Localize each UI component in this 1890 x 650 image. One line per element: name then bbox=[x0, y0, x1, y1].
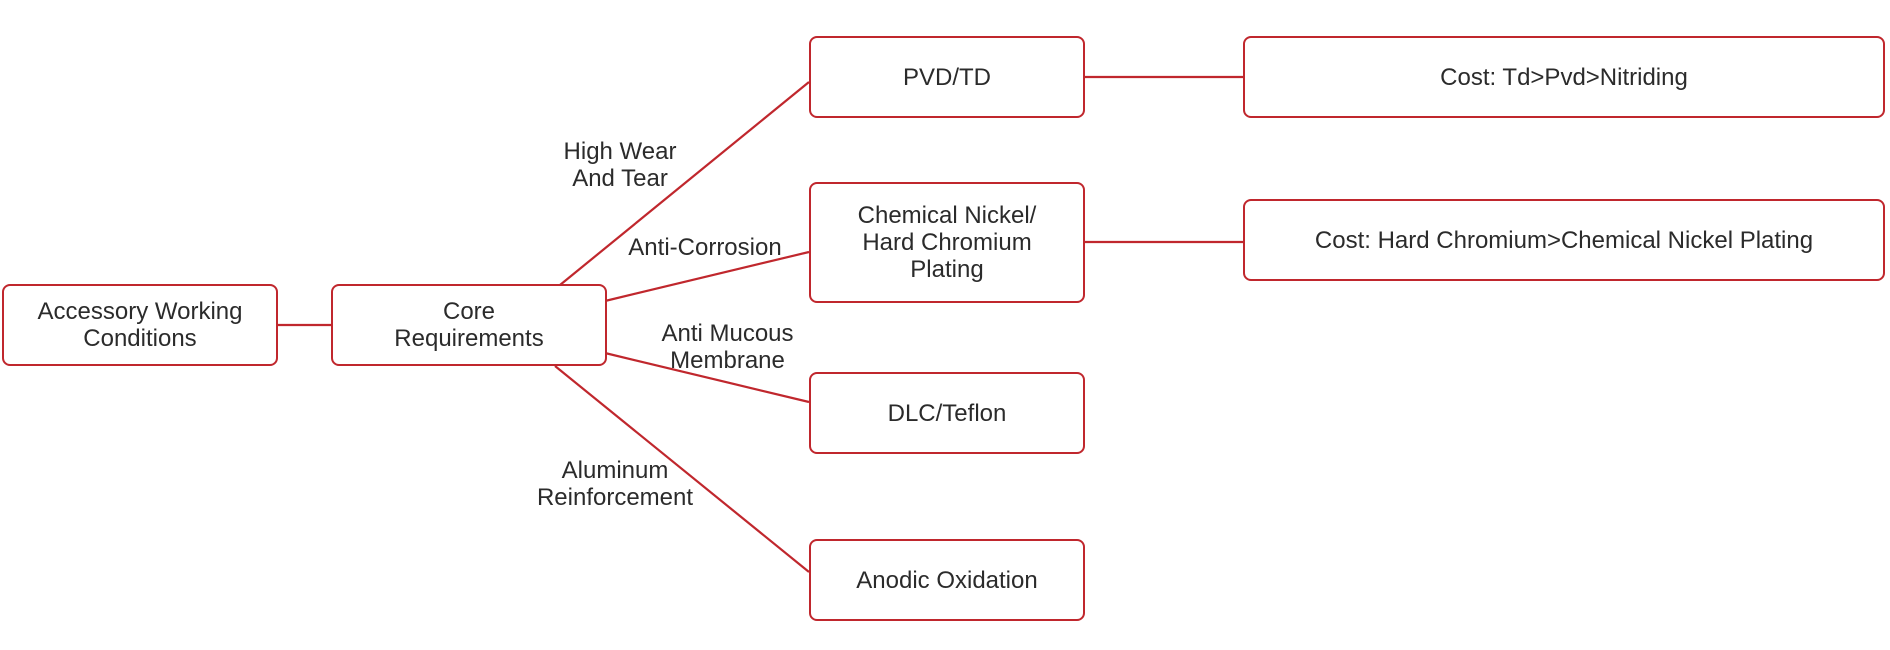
node-core-requirements: Core Requirements bbox=[331, 284, 607, 366]
connector-core-nickel bbox=[604, 250, 810, 303]
node-label: DLC/Teflon bbox=[887, 399, 1007, 427]
node-label: Core Requirements bbox=[394, 298, 544, 352]
node-cost-pvd: Cost: Td>Pvd>Nitriding bbox=[1243, 36, 1885, 118]
node-chemical-nickel-hard-chromium: Chemical Nickel/ Hard Chromium Plating bbox=[809, 182, 1085, 303]
connector-core-pvd bbox=[559, 81, 810, 286]
node-label: PVD/TD bbox=[902, 63, 991, 91]
node-label: Anodic Oxidation bbox=[856, 566, 1038, 594]
node-cost-nickel: Cost: Hard Chromium>Chemical Nickel Plat… bbox=[1243, 199, 1885, 281]
node-label: Cost: Td>Pvd>Nitriding bbox=[1440, 63, 1688, 91]
node-pvd-td: PVD/TD bbox=[809, 36, 1085, 118]
edge-label-high-wear: High Wear And Tear bbox=[563, 138, 677, 192]
edge-label-aluminum: Aluminum Reinforcement bbox=[536, 457, 694, 511]
connector-core-anodic bbox=[554, 365, 810, 573]
edge-label-anti-mucous: Anti Mucous Membrane bbox=[661, 320, 794, 374]
node-label: Cost: Hard Chromium>Chemical Nickel Plat… bbox=[1314, 226, 1814, 254]
node-accessory-working-conditions: Accessory Working Conditions bbox=[2, 284, 278, 366]
connector-core-dlc bbox=[604, 351, 810, 404]
node-anodic-oxidation: Anodic Oxidation bbox=[809, 539, 1085, 621]
node-label: Accessory Working Conditions bbox=[37, 298, 243, 352]
node-dlc-teflon: DLC/Teflon bbox=[809, 372, 1085, 454]
edge-label-anti-corrosion: Anti-Corrosion bbox=[628, 234, 782, 261]
node-label: Chemical Nickel/ Hard Chromium Plating bbox=[857, 202, 1037, 283]
